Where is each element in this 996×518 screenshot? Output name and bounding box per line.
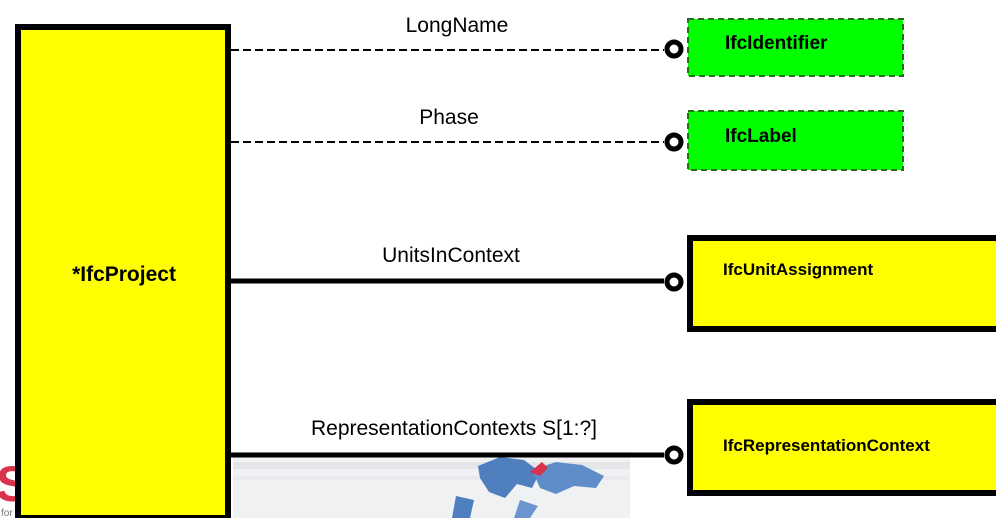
connector-phase bbox=[231, 132, 684, 152]
background-logo-subtext: for bbox=[1, 508, 13, 518]
connector-unitsincontext-end-circle bbox=[664, 272, 684, 292]
entity-ifcproject-box[interactable] bbox=[15, 24, 231, 518]
entity-ifcunitassignment-box[interactable] bbox=[687, 235, 996, 332]
entity-ifcunitassignment-label: IfcUnitAssignment bbox=[723, 260, 874, 279]
relation-label-longname: LongName bbox=[406, 14, 509, 37]
relation-label-representationcontexts: RepresentationContexts S[1:?] bbox=[311, 417, 597, 440]
connector-longname bbox=[231, 39, 684, 59]
entity-ifcunitassignment[interactable]: IfcUnitAssignment bbox=[687, 235, 996, 332]
background-slide-fragment: S for bbox=[0, 434, 630, 518]
entity-ifcproject-label: *IfcProject bbox=[72, 263, 176, 286]
connector-phase-end-circle bbox=[664, 132, 684, 152]
entity-ifcrepresentationcontext-box[interactable] bbox=[687, 399, 996, 496]
type-ifcidentifier[interactable]: IfcIdentifier bbox=[687, 18, 904, 77]
type-ifclabel-label: IfcLabel bbox=[725, 126, 797, 147]
type-ifclabel-box[interactable] bbox=[687, 110, 904, 171]
relation-label-unitsincontext: UnitsInContext bbox=[382, 244, 520, 267]
type-ifclabel[interactable]: IfcLabel bbox=[687, 110, 904, 171]
type-ifcidentifier-label: IfcIdentifier bbox=[725, 33, 828, 54]
connector-representationcontexts-end-circle bbox=[664, 445, 684, 465]
type-ifcidentifier-box[interactable] bbox=[687, 18, 904, 77]
connector-longname-end-circle bbox=[664, 39, 684, 59]
entity-ifcproject[interactable]: *IfcProject bbox=[15, 24, 231, 518]
world-map-banner bbox=[233, 452, 630, 518]
entity-ifcrepresentationcontext[interactable]: IfcRepresentationContext bbox=[687, 399, 996, 496]
connector-representationcontexts bbox=[231, 445, 684, 465]
entity-ifcrepresentationcontext-label: IfcRepresentationContext bbox=[723, 436, 930, 455]
relation-label-phase: Phase bbox=[419, 106, 479, 129]
connector-unitsincontext bbox=[231, 272, 684, 292]
